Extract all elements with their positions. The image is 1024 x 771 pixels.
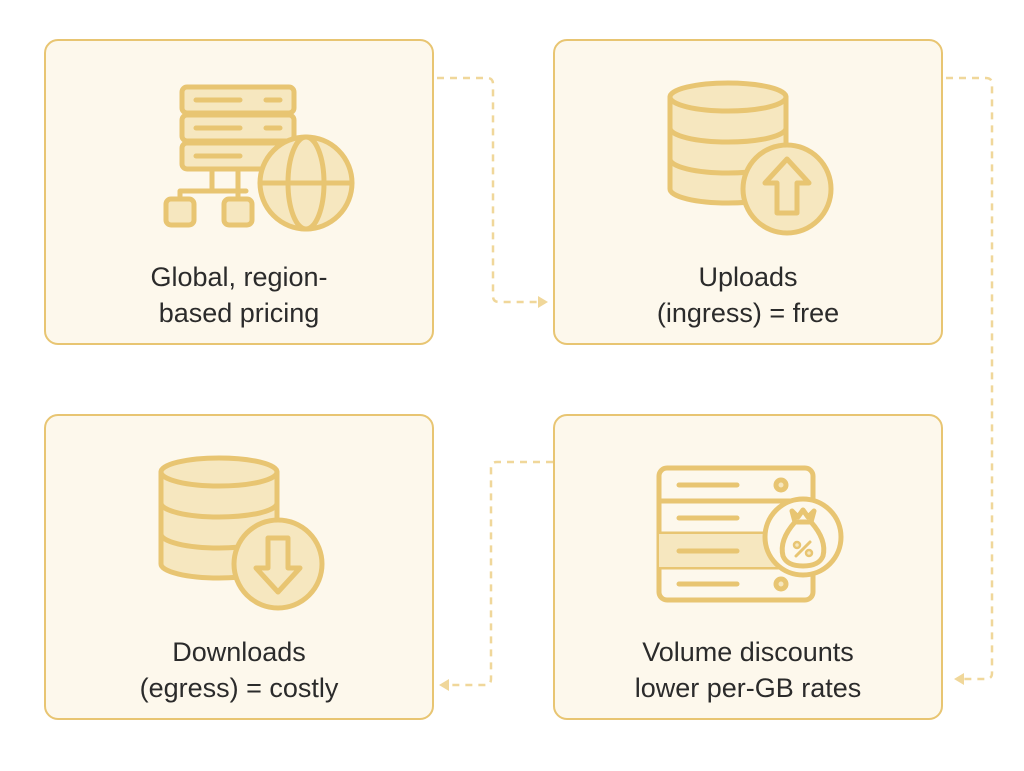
connector-volume-to-downloads (447, 460, 553, 687)
card-downloads: Downloads (egress) = costly (44, 414, 434, 720)
label-line: lower per-GB rates (634, 673, 862, 703)
card-label: Global, region- based pricing (56, 259, 422, 331)
label-line: (egress) = costly (139, 673, 339, 703)
server-globe-icon (163, 84, 355, 232)
arrowhead-volume (954, 673, 964, 685)
card-label: Uploads (ingress) = free (565, 259, 931, 331)
card-global-pricing: Global, region- based pricing (44, 39, 434, 345)
server-money-bag-icon (656, 465, 844, 603)
card-uploads: Uploads (ingress) = free (553, 39, 943, 345)
card-label: Volume discounts lower per-GB rates (565, 634, 931, 706)
label-line: (ingress) = free (656, 298, 840, 328)
label-line: Uploads (698, 262, 798, 292)
connector-uploads-to-volume (946, 76, 994, 681)
label-line: Global, region- (150, 262, 328, 292)
card-label: Downloads (egress) = costly (56, 634, 422, 706)
card-volume-discounts: Volume discounts lower per-GB rates (553, 414, 943, 720)
arrowhead-uploads (538, 296, 548, 308)
label-line: Downloads (172, 637, 306, 667)
arrowhead-downloads (439, 679, 449, 691)
database-upload-icon (667, 80, 834, 236)
label-line: Volume discounts (642, 637, 854, 667)
database-download-icon (158, 455, 325, 611)
connector-global-to-uploads (437, 76, 540, 304)
label-line: based pricing (158, 298, 320, 328)
